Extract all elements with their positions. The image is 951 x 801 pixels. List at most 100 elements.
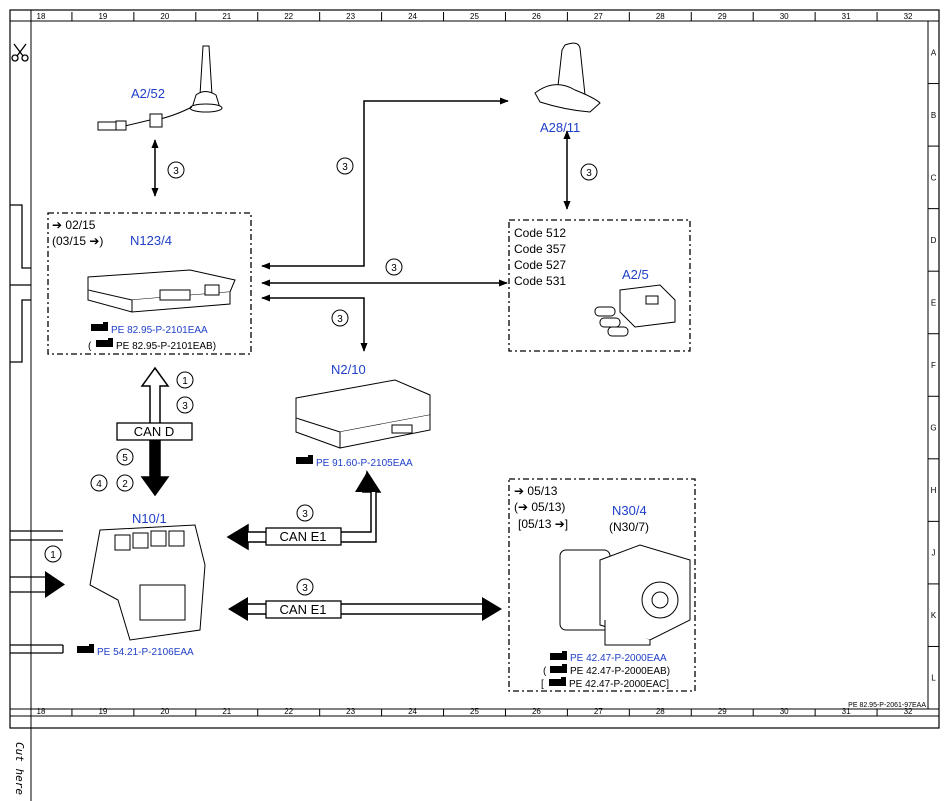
n10-1-fuse-box-drawing bbox=[89, 524, 206, 641]
scissors-icon bbox=[11, 43, 29, 62]
row-letter: J bbox=[932, 549, 936, 558]
column-number: 20 bbox=[160, 12, 169, 21]
circle-markers bbox=[44, 157, 598, 596]
n123-4-label: N123/4 bbox=[130, 233, 172, 248]
can-d-label: CAN D bbox=[134, 424, 174, 439]
a2-52-label: A2/52 bbox=[131, 86, 165, 101]
a2-5-connector-drawing bbox=[594, 284, 676, 337]
column-number: 26 bbox=[532, 707, 541, 716]
pointing-hand-icon bbox=[77, 322, 567, 686]
marker-a2-52: 3 bbox=[173, 166, 179, 177]
marker-n123-a2-5: 3 bbox=[391, 263, 397, 274]
column-number: 18 bbox=[37, 12, 46, 21]
cut-here-note: Cut here bbox=[13, 742, 26, 795]
marker-n123-a28: 3 bbox=[342, 162, 348, 173]
column-number: 25 bbox=[470, 707, 479, 716]
column-number: 26 bbox=[532, 12, 541, 21]
a28-11-antenna-drawing bbox=[534, 42, 601, 113]
a2-5-code-1: Code 512 bbox=[514, 226, 566, 240]
n30-4-ref2: PE 42.47-P-2000EAB) bbox=[570, 666, 670, 677]
row-letter: E bbox=[931, 298, 936, 307]
can-e1-lower-label: CAN E1 bbox=[280, 602, 327, 617]
marker-left-input: 1 bbox=[50, 550, 56, 561]
a2-5-code-2: Code 357 bbox=[514, 242, 566, 256]
column-number: 31 bbox=[842, 707, 851, 716]
row-letter: D bbox=[931, 236, 937, 245]
column-number: 19 bbox=[98, 707, 107, 716]
column-number: 28 bbox=[656, 707, 665, 716]
column-number: 31 bbox=[842, 12, 851, 21]
sheet-frame bbox=[9, 9, 940, 801]
n123-4-ref2: PE 82.95-P-2101EAB) bbox=[116, 341, 216, 352]
row-letter: B bbox=[931, 111, 936, 120]
row-letter: F bbox=[931, 361, 936, 370]
n30-4-label: N30/4 bbox=[612, 503, 647, 518]
column-number: 29 bbox=[718, 12, 727, 21]
can-d-bus bbox=[116, 366, 193, 497]
marker-can-d-2: 2 bbox=[122, 479, 128, 490]
can-e1-lower-bus bbox=[228, 597, 502, 621]
marker-can-d-5: 5 bbox=[122, 453, 128, 464]
column-number: 20 bbox=[160, 707, 169, 716]
column-number: 21 bbox=[222, 707, 231, 716]
n30-4-ref3: PE 42.47-P-2000EAC] bbox=[569, 679, 669, 690]
row-letter: H bbox=[931, 486, 937, 495]
n2-10-label: N2/10 bbox=[331, 362, 366, 377]
row-letter: G bbox=[930, 424, 936, 433]
n30-4-frame bbox=[508, 478, 696, 692]
n30-4-note3: [05/13 ➔] bbox=[518, 517, 568, 531]
n123-4-frame bbox=[47, 212, 252, 355]
column-number: 32 bbox=[904, 12, 913, 21]
a2-5-frame bbox=[508, 219, 691, 352]
marker-can-e1-upper: 3 bbox=[302, 509, 308, 520]
column-number: 27 bbox=[594, 12, 603, 21]
row-letter: L bbox=[931, 674, 936, 683]
column-number: 21 bbox=[222, 12, 231, 21]
a28-11-label: A28/11 bbox=[540, 120, 580, 135]
n123-4-ref2-open: ( bbox=[88, 341, 92, 352]
a2-5-code-4: Code 531 bbox=[514, 274, 566, 288]
column-number: 24 bbox=[408, 12, 417, 21]
column-number: 19 bbox=[98, 12, 107, 21]
column-number: 24 bbox=[408, 707, 417, 716]
marker-n123-n2-10: 3 bbox=[337, 314, 343, 325]
can-e1-upper-bus bbox=[226, 470, 382, 551]
column-ruler: 1818191920202121222223232424252526262727… bbox=[37, 12, 913, 716]
connection-lines bbox=[151, 97, 571, 352]
n30-4-note1: ➔ 05/13 bbox=[514, 484, 558, 498]
n123-4-note2: (03/15 ➔) bbox=[52, 234, 103, 248]
a2-5-code-3: Code 527 bbox=[514, 258, 566, 272]
n123-4-ref1: PE 82.95-P-2101EAA bbox=[111, 325, 208, 336]
column-number: 23 bbox=[346, 707, 355, 716]
n30-4-unit-drawing bbox=[559, 544, 691, 646]
n30-4-ref1: PE 42.47-P-2000EAA bbox=[570, 653, 667, 664]
marker-can-d-4: 4 bbox=[96, 479, 102, 490]
column-number: 23 bbox=[346, 12, 355, 21]
row-letter: K bbox=[931, 611, 937, 620]
row-letter: C bbox=[931, 173, 937, 182]
column-number: 28 bbox=[656, 12, 665, 21]
column-number: 27 bbox=[594, 707, 603, 716]
document-reference: PE 82.95-P-2061-97EAA bbox=[848, 702, 926, 709]
column-number: 22 bbox=[284, 12, 293, 21]
marker-can-e1-lower: 3 bbox=[302, 583, 308, 594]
n30-4-ref2-open: ( bbox=[543, 666, 547, 677]
can-e1-upper-label: CAN E1 bbox=[280, 529, 327, 544]
a2-5-label: A2/5 bbox=[622, 267, 649, 282]
marker-can-d-3: 3 bbox=[182, 401, 188, 412]
n123-4-module-drawing bbox=[87, 269, 236, 313]
column-number: 25 bbox=[470, 12, 479, 21]
n30-4-note2: (➔ 05/13) bbox=[514, 500, 565, 514]
n30-4-alt-label: (N30/7) bbox=[609, 520, 649, 534]
column-number: 29 bbox=[718, 707, 727, 716]
n10-1-label: N10/1 bbox=[132, 511, 167, 526]
column-number: 30 bbox=[780, 707, 789, 716]
n2-10-ref: PE 91.60-P-2105EAA bbox=[316, 458, 413, 469]
a2-52-antenna-drawing bbox=[97, 45, 223, 131]
column-number: 30 bbox=[780, 12, 789, 21]
column-number: 18 bbox=[37, 707, 46, 716]
marker-can-d-1: 1 bbox=[182, 376, 188, 387]
n2-10-module-drawing bbox=[295, 379, 431, 449]
